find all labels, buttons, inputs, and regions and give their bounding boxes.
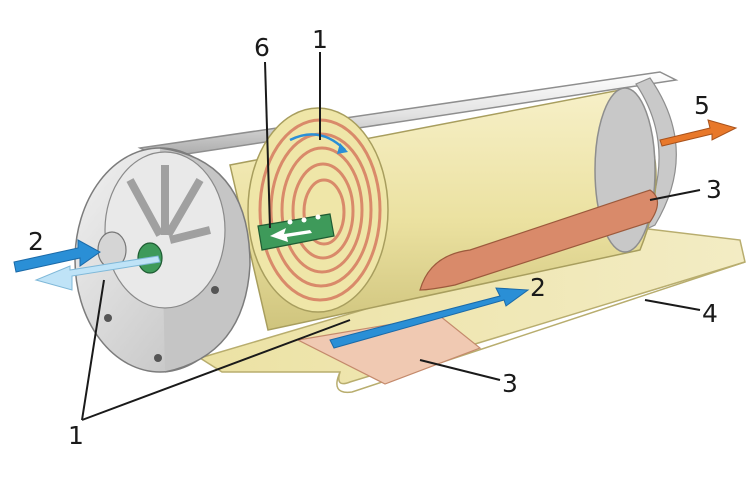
label-6: 6 xyxy=(254,33,270,62)
label-3-top: 3 xyxy=(706,175,722,204)
label-2-right: 2 xyxy=(530,273,546,302)
label-3-bottom: 3 xyxy=(502,369,518,398)
label-4: 4 xyxy=(702,299,718,328)
label-2-left: 2 xyxy=(28,227,44,256)
label-1-bottom: 1 xyxy=(68,421,84,450)
feed-inflow-arrow xyxy=(13,239,101,273)
sheet-flow-arrow xyxy=(329,287,530,349)
permeate-collection-tube xyxy=(257,213,335,251)
spacer-layer-upper xyxy=(419,189,659,291)
leader-lines xyxy=(81,52,701,421)
spiral-cross-section xyxy=(247,107,389,313)
label-5: 5 xyxy=(694,91,710,120)
label-1-top: 1 xyxy=(312,25,328,54)
number-labels: 6 1 5 3 2 2 4 3 1 xyxy=(28,25,722,450)
concentrate-outflow-arrow xyxy=(34,255,161,291)
permeate-outlet-arrow xyxy=(659,119,738,147)
